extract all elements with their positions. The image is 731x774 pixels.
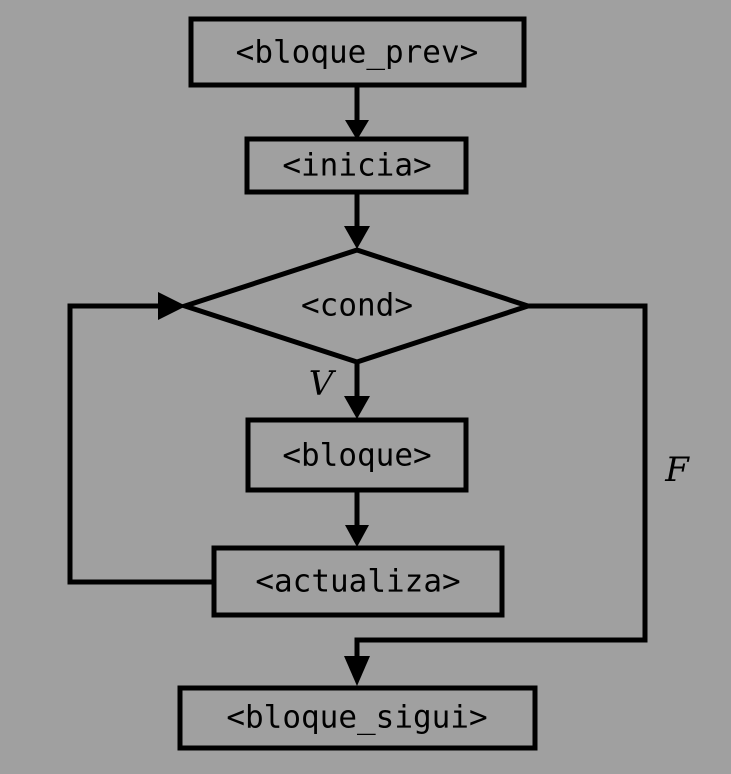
node-bloque[interactable]: <bloque> [245, 417, 469, 493]
arrow-head-icon [344, 656, 370, 686]
arrow-head-icon [158, 292, 186, 320]
arrow-head-icon [345, 120, 369, 140]
edge-line [354, 303, 648, 658]
node-rect [245, 417, 469, 493]
node-cond[interactable]: <cond> [176, 247, 537, 365]
arrow-head-icon [345, 525, 369, 547]
node-inicia[interactable]: <inicia> [244, 136, 469, 195]
node-rect [211, 545, 505, 618]
edge-cond-false-to-bloque-sigui [344, 303, 648, 686]
edge-inicia-to-cond [344, 192, 370, 249]
edge-bloque-prev-to-inicia [345, 85, 369, 140]
edge-label-false: F [664, 450, 690, 490]
edge-cond-true-to-bloque [344, 362, 370, 419]
node-label: <bloque> [282, 438, 431, 474]
node-rect [188, 16, 527, 88]
edge-line [67, 303, 214, 585]
node-label: <inicia> [282, 148, 431, 184]
edge-label-true: V [309, 364, 337, 404]
node-bloque-sigui[interactable]: <bloque_sigui> [177, 685, 538, 751]
node-rect [244, 136, 469, 195]
node-label: <bloque_prev> [236, 35, 479, 71]
node-rect [177, 685, 538, 751]
arrow-head-icon [344, 226, 370, 249]
edge-bloque-to-actualiza [345, 490, 369, 547]
node-label: <actualiza> [255, 564, 460, 600]
node-diamond [176, 247, 537, 365]
arrow-head-icon [344, 396, 370, 419]
edge-actualiza-loop-back-to-cond [67, 292, 214, 585]
node-actualiza[interactable]: <actualiza> [211, 545, 505, 618]
node-bloque-prev[interactable]: <bloque_prev> [188, 16, 527, 88]
node-label: <bloque_sigui> [226, 700, 487, 736]
node-label: <cond> [301, 288, 413, 324]
